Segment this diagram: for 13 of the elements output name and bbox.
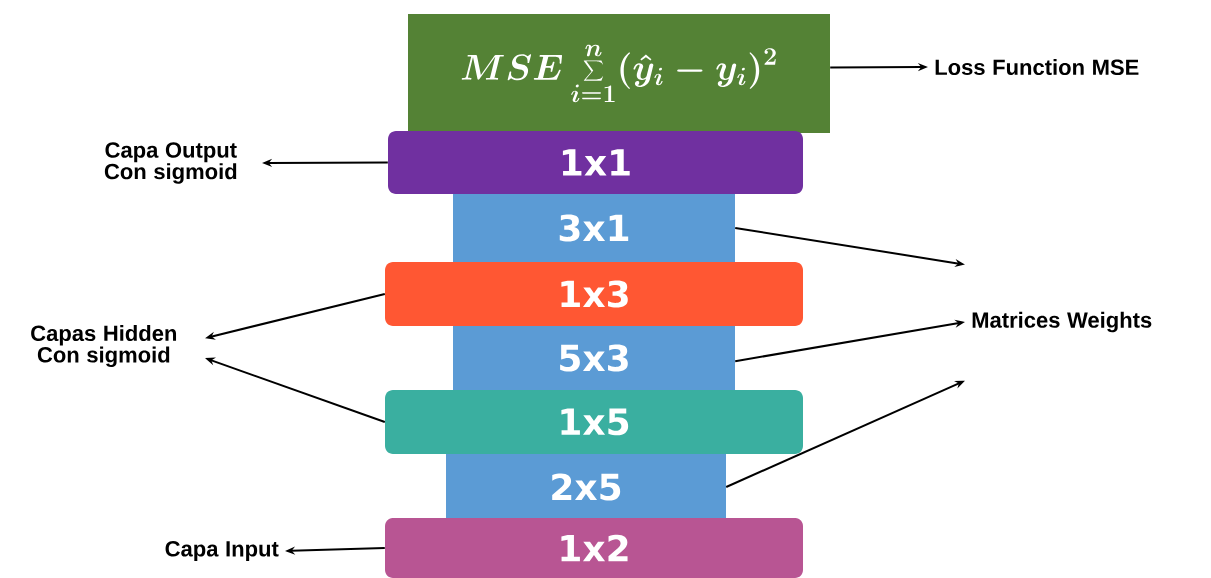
layer-bar: 2x5 (446, 454, 726, 520)
label-text: Capa Input (165, 541, 279, 561)
label-text: Capa Output Con sigmoid (104, 142, 237, 184)
label-text: Loss Function MSE (935, 58, 1139, 76)
layer-bar: 3x1 (453, 194, 735, 262)
layer-bar: 1x2 (385, 518, 803, 578)
layer-bar: 5x3 (453, 326, 735, 390)
layer-bar: 1x1 (388, 131, 803, 194)
formula-box: $MSE \sum_{i=1}^{n} (\hat{y}_i - y_i)^2$ (408, 14, 830, 133)
layer-bar: 1x5 (385, 390, 803, 454)
label-text: Matrices Weights (972, 311, 1152, 333)
layer-bar: 1x3 (385, 262, 803, 326)
label-text: Capas Hidden Con sigmoid (31, 324, 177, 368)
